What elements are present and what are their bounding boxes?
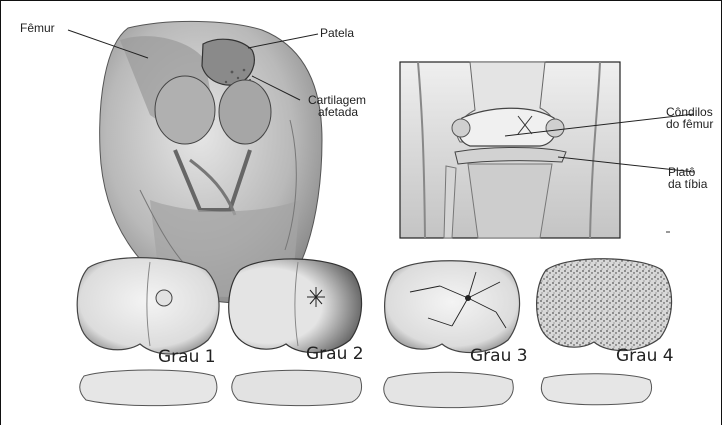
grade-label-2: Grau 2 bbox=[306, 345, 364, 363]
grade-2-illustration bbox=[229, 259, 362, 406]
label-condilos-line2: do fêmur bbox=[666, 118, 713, 130]
grade-label-4: Grau 4 bbox=[616, 347, 674, 365]
label-plato-line2: da tíbia bbox=[668, 178, 707, 190]
grade-4-illustration bbox=[537, 259, 672, 405]
grade-1-illustration bbox=[77, 258, 219, 406]
label-patela: Patela bbox=[320, 27, 354, 39]
knee-front-view-panel bbox=[400, 62, 620, 238]
label-femur: Fêmur bbox=[20, 22, 55, 34]
grade-3-illustration bbox=[384, 261, 520, 408]
grade-label-1: Grau 1 bbox=[158, 348, 216, 366]
grade-label-3: Grau 3 bbox=[470, 347, 528, 365]
label-cartilagem-line2: afetada bbox=[318, 106, 358, 118]
